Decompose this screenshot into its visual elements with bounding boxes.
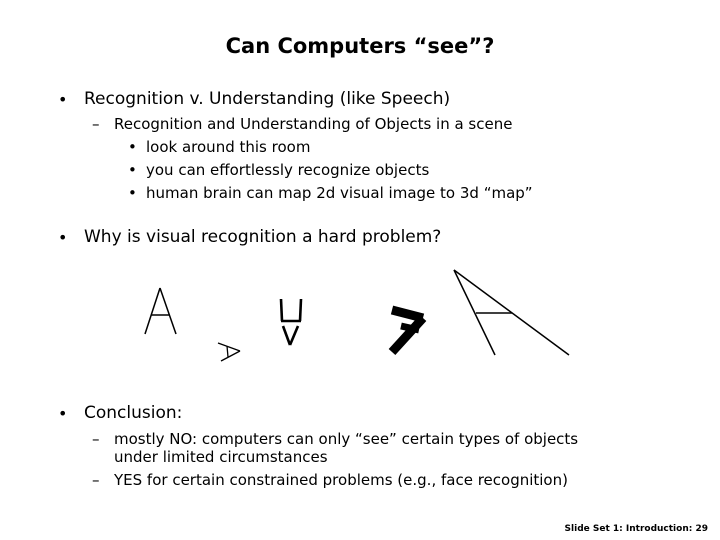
bold-tilted-letter-a-drawing: [388, 305, 427, 356]
sub-sub-bullet-dot: •: [128, 161, 137, 179]
bullet-recognition-vs-understanding: Recognition v. Understanding (like Speec…: [84, 89, 451, 109]
bullet-hard-problem: Why is visual recognition a hard problem…: [84, 227, 442, 247]
large-letter-a-drawing: [453, 269, 570, 356]
dash-marker: –: [92, 115, 100, 133]
sub-sub-bullet-dot: •: [128, 184, 137, 202]
sub-bullet-objects-in-scene: Recognition and Understanding of Objects…: [114, 115, 513, 133]
rotated-small-letter-a-drawing: [217, 342, 241, 362]
conclusion-no-line: mostly NO: computers can only “see” cert…: [114, 430, 579, 448]
bullet-dot: •: [58, 90, 68, 109]
dash-marker: –: [92, 430, 100, 448]
bullet-conclusion: Conclusion:: [84, 403, 183, 423]
item-brain-map: human brain can map 2d visual image to 3…: [146, 184, 533, 202]
dash-marker: –: [92, 471, 100, 489]
slide-title: Can Computers “see”?: [225, 34, 495, 58]
item-look-around: look around this room: [146, 138, 311, 156]
slide-footer: Slide Set 1: Introduction: 29: [564, 524, 708, 534]
sub-sub-bullet-dot: •: [128, 138, 137, 156]
bullet-dot: •: [58, 228, 68, 247]
bullet-dot: •: [58, 404, 68, 423]
conclusion-no-continuation: under limited circumstances: [114, 448, 328, 466]
thin-letter-a-drawing: [144, 287, 177, 335]
item-recognize-objects: you can effortlessly recognize objects: [146, 161, 430, 179]
conclusion-yes-line: YES for certain constrained problems (e.…: [114, 471, 568, 489]
upside-down-letter-a-drawing: [279, 298, 303, 346]
